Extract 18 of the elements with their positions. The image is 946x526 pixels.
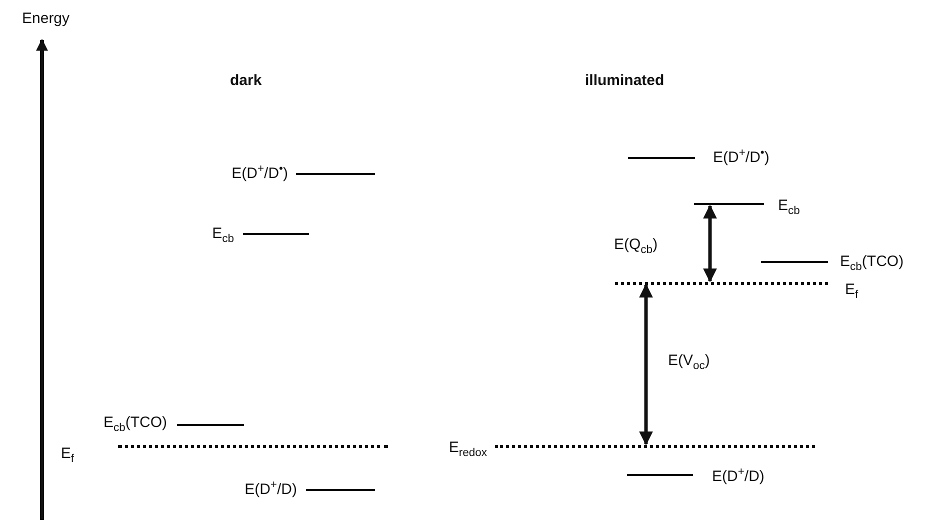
level-label: E$_{cb}$(TCO) bbox=[103, 414, 167, 432]
level-label: E$_{cb}$ bbox=[212, 225, 234, 243]
level-label: E(D$^{+}$/D) bbox=[244, 481, 297, 499]
level-label: E$_{f}$ bbox=[845, 281, 858, 299]
level-label: E$_{f}$ bbox=[60, 445, 74, 463]
panel-heading: illuminated bbox=[585, 72, 664, 90]
level-label: E$_{cb}$ bbox=[778, 197, 800, 215]
edge-label: E(Q$_{cb}$) bbox=[612, 236, 660, 254]
double-arrow bbox=[639, 284, 653, 446]
level-label: E(D$^{+}$/D$^{•}$) bbox=[232, 165, 288, 183]
level-label: E$_{cb}$(TCO) bbox=[840, 253, 904, 271]
level-label: E(D$^{+}$/D$^{•}$) bbox=[713, 149, 770, 167]
axis-label: Energy bbox=[22, 10, 70, 28]
double-arrow bbox=[703, 204, 717, 282]
edge-label: E(V$_{oc}$) bbox=[666, 352, 712, 370]
level-label: E(D$^{+}$/D) bbox=[712, 468, 764, 486]
level-label: E$_{redox}$ bbox=[448, 439, 487, 457]
panel-heading: dark bbox=[230, 72, 262, 90]
